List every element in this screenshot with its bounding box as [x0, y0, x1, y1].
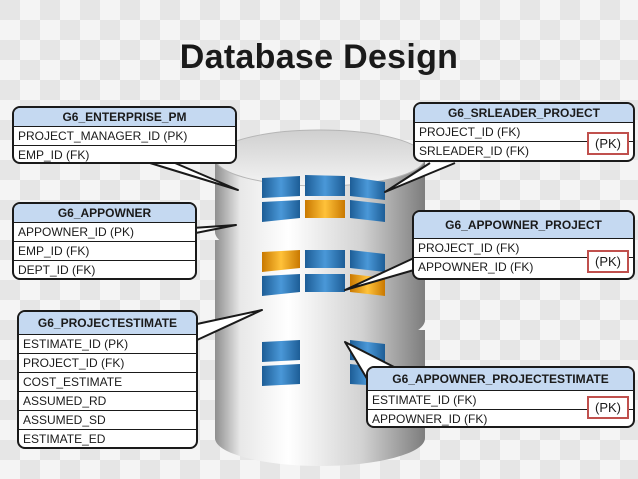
pk-badge: (PK) — [587, 250, 629, 273]
table-field: EMP_ID (FK) — [14, 145, 235, 162]
table-field: EMP_ID (FK) — [14, 241, 195, 261]
table-field: SRLEADER_ID (FK) — [415, 141, 633, 160]
table-enterprise-pm: G6_ENTERPRISE_PM PROJECT_MANAGER_ID (PK)… — [12, 106, 237, 164]
pk-badge: (PK) — [587, 132, 629, 155]
table-appowner-project: G6_APPOWNER_PROJECT PROJECT_ID (FK) APPO… — [412, 210, 635, 280]
table-field: ESTIMATE_ED — [19, 429, 196, 447]
db-data-blocks — [262, 175, 385, 386]
table-field: PROJECT_ID (FK) — [414, 238, 633, 258]
table-field: ESTIMATE_ID (PK) — [19, 334, 196, 354]
table-field: DEPT_ID (FK) — [14, 260, 195, 278]
page-title: Database Design — [179, 38, 459, 76]
table-field: PROJECT_ID (FK) — [415, 122, 633, 142]
pk-badge: (PK) — [587, 396, 629, 419]
table-header: G6_SRLEADER_PROJECT — [415, 104, 633, 122]
table-header: G6_PROJECTESTIMATE — [19, 312, 196, 334]
table-field: ESTIMATE_ID (FK) — [368, 390, 633, 410]
table-field: APPOWNER_ID (FK) — [368, 409, 633, 426]
table-header: G6_APPOWNER_PROJECTESTIMATE — [368, 368, 633, 390]
table-field: ASSUMED_RD — [19, 391, 196, 411]
table-field: PROJECT_MANAGER_ID (PK) — [14, 126, 235, 146]
table-field: APPOWNER_ID (FK) — [414, 257, 633, 276]
table-appowner: G6_APPOWNER APPOWNER_ID (PK) EMP_ID (FK)… — [12, 202, 197, 280]
table-field: ASSUMED_SD — [19, 410, 196, 430]
table-field: PROJECT_ID (FK) — [19, 353, 196, 373]
table-header: G6_APPOWNER_PROJECT — [414, 212, 633, 238]
table-field: APPOWNER_ID (PK) — [14, 222, 195, 242]
table-field: COST_ESTIMATE — [19, 372, 196, 392]
table-header: G6_APPOWNER — [14, 204, 195, 222]
table-projectestimate: G6_PROJECTESTIMATE ESTIMATE_ID (PK) PROJ… — [17, 310, 198, 449]
table-header: G6_ENTERPRISE_PM — [14, 108, 235, 126]
